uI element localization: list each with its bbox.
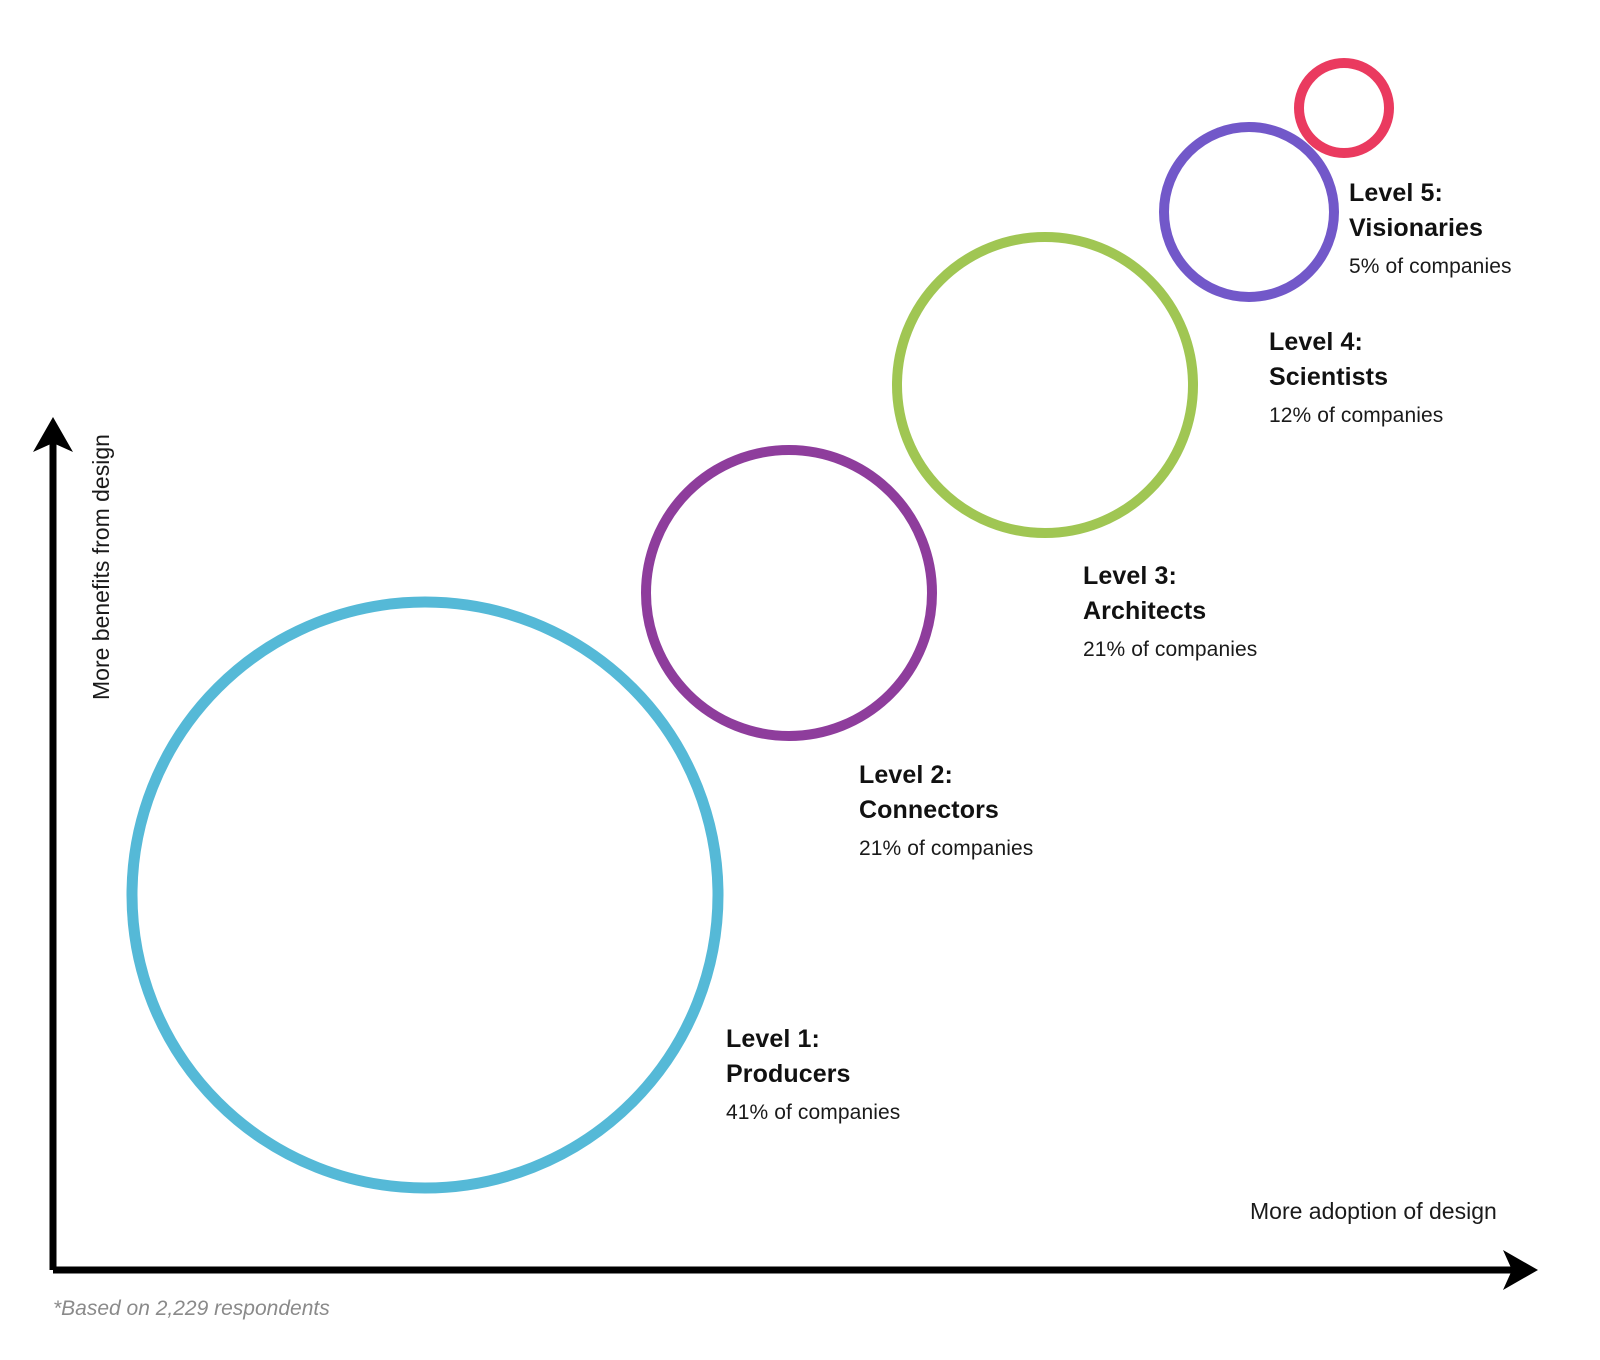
bubble-level-2[interactable] xyxy=(641,445,937,741)
bubble-label-percentage: 21% of companies xyxy=(859,837,1034,860)
x-axis-label: More adoption of design xyxy=(1250,1198,1497,1224)
bubble-label-level-1: Level 1: Producers 41% of companies xyxy=(726,1022,900,1128)
bubble-level-3[interactable] xyxy=(892,232,1198,538)
bubble-label-name: Visionaries xyxy=(1349,214,1484,242)
bubble-level-4[interactable] xyxy=(1159,122,1339,302)
bubble-label-level-5: Level 5: Visionaries 5% of companies xyxy=(1349,176,1512,282)
bubble-label-level-prefix: Level 5: xyxy=(1349,179,1443,207)
bubbles-group xyxy=(126,58,1394,1194)
x-axis-arrow-icon xyxy=(1503,1250,1538,1290)
bubble-label-level-prefix: Level 4: xyxy=(1269,328,1363,356)
y-axis-label: More benefits from design xyxy=(88,434,114,700)
bubble-label-level-2: Level 2: Connectors 21% of companies xyxy=(859,758,1033,864)
bubble-label-level-prefix: Level 2: xyxy=(859,761,953,789)
bubble-label-level-3: Level 3: Architects 21% of companies xyxy=(1083,559,1257,665)
bubble-label-level-prefix: Level 1: xyxy=(726,1025,820,1053)
bubble-label-level-prefix: Level 3: xyxy=(1083,562,1177,590)
bubble-label-percentage: 21% of companies xyxy=(1083,638,1258,661)
bubble-label-name: Producers xyxy=(726,1060,851,1088)
bubble-label-percentage: 12% of companies xyxy=(1269,404,1444,427)
bubble-label-level-4: Level 4: Scientists 12% of companies xyxy=(1269,325,1443,431)
footnote: *Based on 2,229 respondents xyxy=(53,1297,330,1320)
axis-group xyxy=(33,417,1538,1290)
bubble-label-name: Architects xyxy=(1083,597,1207,625)
bubble-label-percentage: 41% of companies xyxy=(726,1101,901,1124)
bubble-label-name: Scientists xyxy=(1269,363,1389,391)
bubble-level-1[interactable] xyxy=(126,596,724,1194)
bubble-level-5[interactable] xyxy=(1294,58,1394,158)
bubble-label-percentage: 5% of companies xyxy=(1349,255,1512,278)
bubble-label-name: Connectors xyxy=(859,796,999,824)
y-axis-arrow-icon xyxy=(33,417,73,452)
